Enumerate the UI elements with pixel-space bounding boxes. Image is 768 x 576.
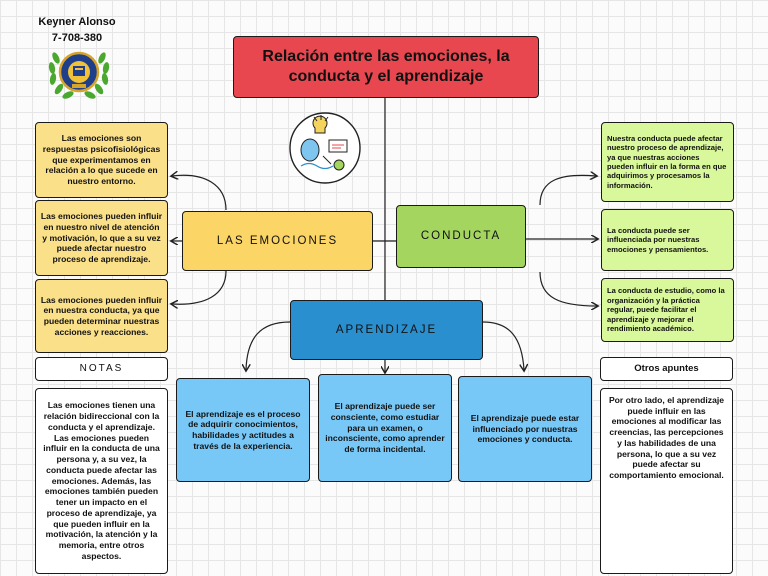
- aprendizaje-point-2: El aprendizaje puede ser consciente, com…: [318, 374, 452, 482]
- conducta-point-2: La conducta puede ser influenciada por n…: [601, 209, 734, 271]
- notas-text: Las emociones tienen una relación bidire…: [35, 388, 168, 574]
- otros-text: Por otro lado, el aprendizaje puede infl…: [600, 388, 733, 574]
- aprendizaje-point-1: El aprendizaje es el proceso de adquirir…: [176, 378, 310, 482]
- conducta-point-3: La conducta de estudio, como la organiza…: [601, 278, 734, 342]
- page-title: Relación entre las emociones, la conduct…: [233, 36, 539, 98]
- otros-label: Otros apuntes: [600, 357, 733, 381]
- aprendizaje-point-3: El aprendizaje puede estar influenciado …: [458, 376, 592, 482]
- node-aprendizaje: APRENDIZAJE: [290, 300, 483, 360]
- brain-learning-icon: [287, 110, 363, 186]
- node-conducta: CONDUCTA: [396, 205, 526, 268]
- emociones-point-3: Las emociones pueden influir en nuestra …: [35, 279, 168, 353]
- conducta-point-1: Nuestra conducta puede afectar nuestro p…: [601, 122, 734, 202]
- node-emociones: LAS EMOCIONES: [182, 211, 373, 271]
- emociones-point-1: Las emociones son respuestas psicofisiol…: [35, 122, 168, 198]
- notas-label: NOTAS: [35, 357, 168, 381]
- emociones-point-2: Las emociones pueden influir en nuestro …: [35, 200, 168, 276]
